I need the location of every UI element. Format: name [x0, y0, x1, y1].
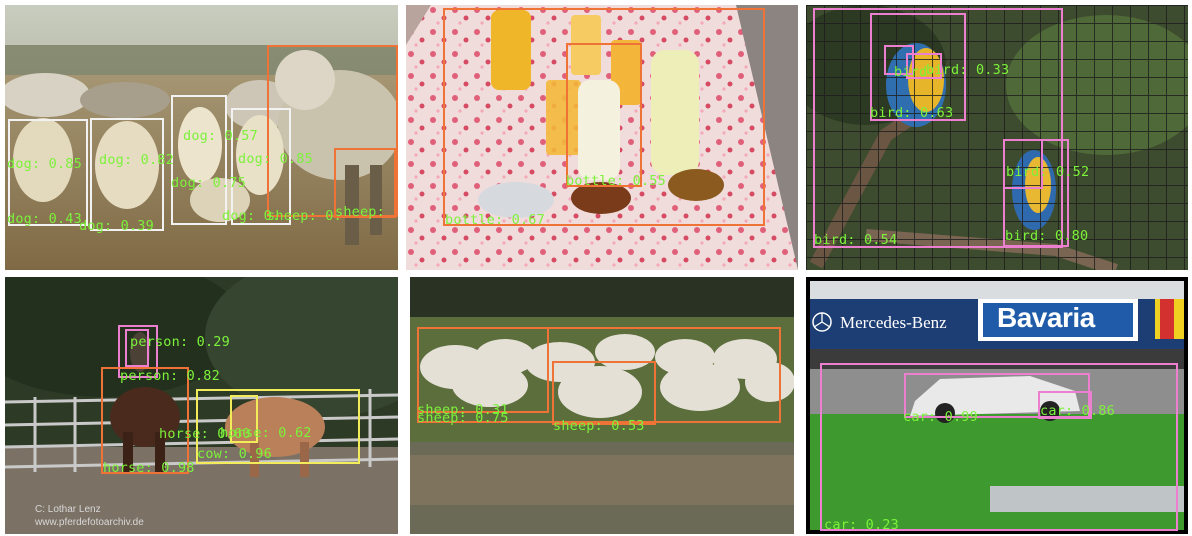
bavaria-sign: Bavaria	[997, 302, 1095, 333]
detection-box	[196, 389, 360, 464]
detection-box	[1003, 139, 1069, 247]
panel-race-car: Mercedes-Benz Bavaria car: 0.99 car: 0.8…	[806, 277, 1188, 534]
scene-image	[806, 5, 1188, 270]
detection-label: dog: 0.	[222, 208, 281, 224]
detection-box	[8, 119, 88, 226]
detection-label: cow: 0.96	[197, 446, 272, 462]
detection-label: bottle: 0.67	[445, 212, 545, 228]
detection-box	[267, 45, 398, 217]
detection-box	[906, 53, 942, 79]
detection-box	[230, 395, 258, 443]
panel-parrots: bird: 0.33 bird bird: 0.63 bird: 0.52 bi…	[806, 5, 1188, 270]
detection-box	[125, 329, 149, 367]
detection-label: person: 0.82	[120, 368, 220, 384]
panel-horse-cow: person: 0.29 person: 0.82 horse: 0.60 ho…	[5, 277, 398, 534]
detection-label: horse: 0.60	[159, 426, 251, 442]
detection-label: bird: 0.54	[814, 232, 898, 248]
detection-box	[870, 13, 966, 121]
detection-label: car: 0.86	[1040, 403, 1115, 419]
detection-label: dog: 0.57	[183, 128, 258, 144]
detection-label: sheep:	[335, 204, 385, 220]
panel-flock: sheep: 0.31 sheep: 0.75 sheep: 0.53	[410, 277, 794, 534]
detection-label: dog: 0.43	[7, 211, 82, 227]
detection-label: car: 0.99	[903, 409, 978, 425]
detection-label: bottle: 0.55	[566, 173, 666, 189]
detection-label: dog: 0.82	[99, 152, 174, 168]
detection-label: sheep: 0.31	[417, 402, 509, 418]
detection-label: bird	[894, 64, 928, 80]
detection-label: bird: 0.63	[870, 105, 954, 121]
detection-label: car: 0.23	[824, 517, 899, 533]
detection-box	[552, 361, 656, 425]
photo-credit-url: www.pferdefotoarchiv.de	[35, 517, 144, 528]
detection-box	[231, 108, 291, 225]
detection-box	[566, 43, 642, 187]
detection-box	[813, 8, 1063, 248]
scene-image	[5, 5, 398, 270]
detection-box	[904, 373, 1090, 418]
detection-label: sheep: 0.53	[553, 418, 645, 434]
scene-image	[410, 277, 794, 534]
detection-label: person: 0.29	[130, 334, 230, 350]
detection-label: sheep: 0.75	[417, 410, 509, 426]
detection-box	[334, 148, 396, 218]
detection-box	[101, 367, 189, 474]
scene-image	[5, 277, 398, 534]
detection-label: dog: 0.75	[171, 175, 246, 191]
detection-box	[884, 45, 914, 75]
detection-label: horse: 0.62	[220, 425, 312, 441]
detection-label: dog: 0.85	[238, 151, 313, 167]
detection-label: bird: 0.52	[1006, 164, 1090, 180]
detection-label: dog: 0.39	[79, 218, 154, 234]
mercedes-sign: Mercedes-Benz	[840, 313, 947, 332]
panel-bottles: bottle: 0.55 bottle: 0.67	[406, 5, 798, 270]
detection-label: bird: 0.80	[1005, 228, 1089, 244]
detection-label: dog: 0.85	[7, 156, 82, 172]
photo-credit: C: Lothar Lenz	[35, 504, 101, 515]
detection-box	[443, 8, 765, 226]
detection-box	[90, 118, 164, 231]
panel-sheep-dogs: dog: 0.85 dog: 0.82 dog: 0.57 dog: 0.85 …	[5, 5, 398, 270]
detection-box	[417, 327, 549, 413]
detection-box	[820, 363, 1178, 531]
detection-box	[1038, 391, 1092, 419]
scene-image	[810, 281, 1184, 530]
detection-box	[118, 325, 158, 378]
detection-label: sheep: 0.	[267, 208, 342, 224]
detection-box	[171, 95, 227, 225]
detection-label: bird: 0.33	[926, 62, 1010, 78]
detection-label: horse: 0.98	[103, 460, 195, 476]
